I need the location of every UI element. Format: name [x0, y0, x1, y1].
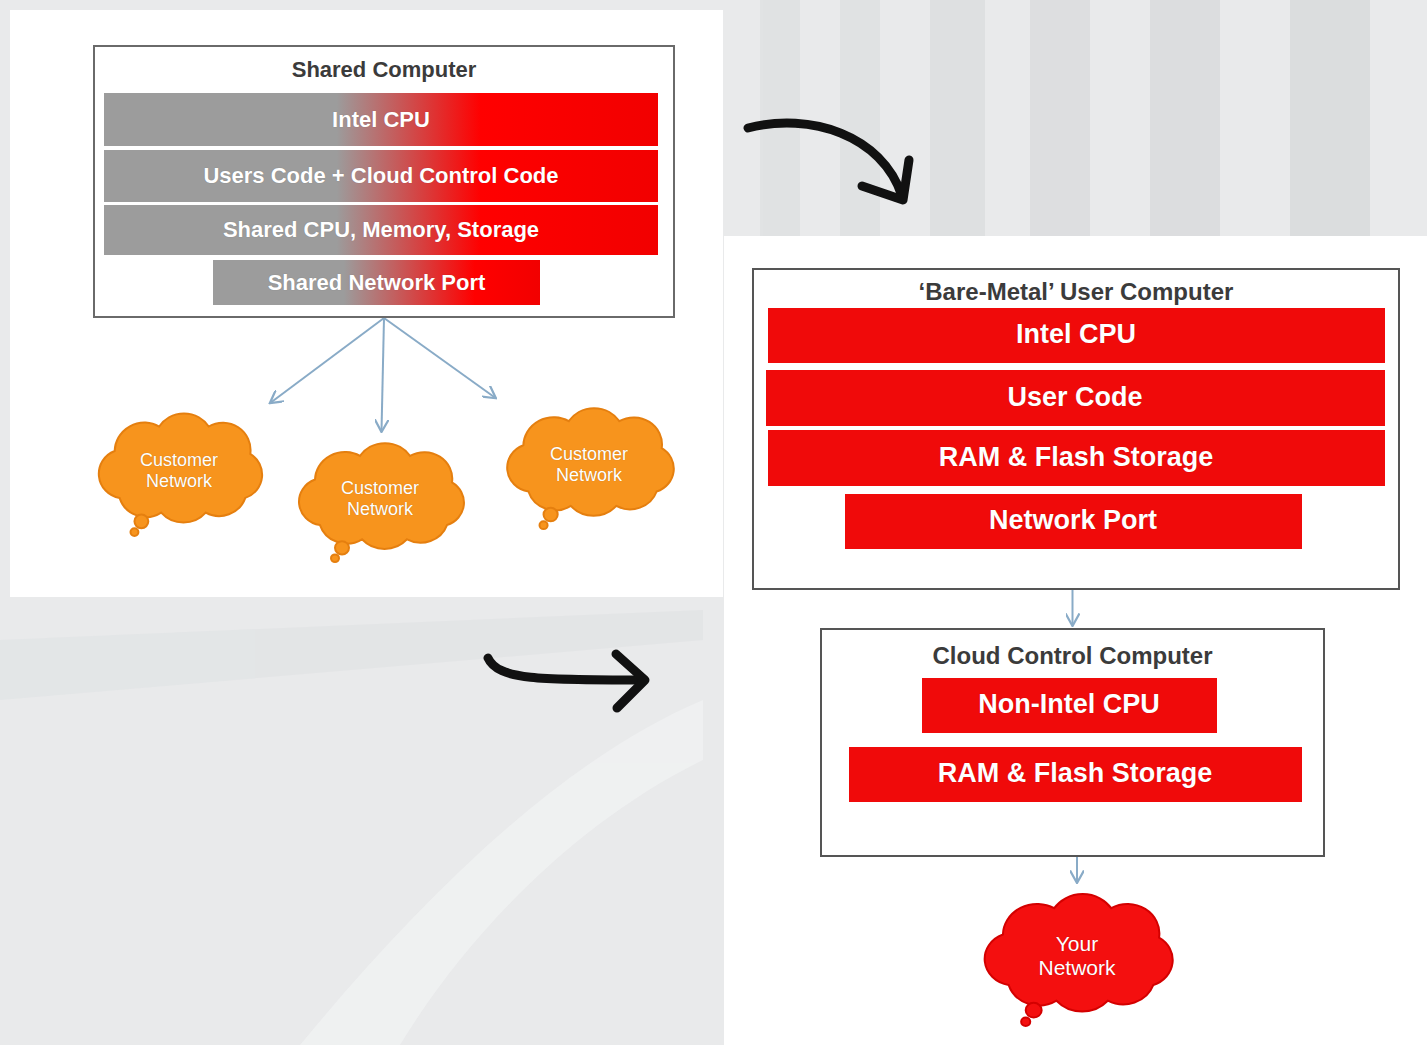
network-cloud: Customer Network [80, 405, 278, 537]
computer-box: Shared ComputerIntel CPU Users Code + Clo… [93, 45, 675, 318]
cpu-band: Intel CPU [104, 93, 658, 146]
rack [760, 0, 800, 236]
box-title: ‘Bare-Metal’ User Computer [919, 278, 1234, 306]
band-label: RAM & Flash Storage [938, 758, 1213, 789]
cloud-tail [134, 515, 148, 529]
rack [840, 0, 880, 236]
band-label: Intel CPU [1016, 319, 1136, 350]
network-cloud: Customer Network [280, 435, 480, 563]
curved-arrow [748, 123, 902, 196]
cloud-tail [1026, 1003, 1042, 1018]
connector-arrow [1076, 857, 1078, 883]
connector-arrow [381, 318, 384, 432]
band-label: Intel CPU [332, 107, 430, 132]
box-title: Shared Computer [292, 57, 477, 82]
arrow-head [862, 160, 909, 200]
cloud-tail [335, 541, 349, 554]
port-band: Shared Network Port [213, 260, 540, 305]
band-label: Network Port [989, 505, 1157, 536]
band-label: Users Code + Cloud Control Code [203, 163, 558, 188]
box-title: Cloud Control Computer [933, 642, 1213, 670]
port-band: Network Port [845, 494, 1302, 549]
cloud-label: Your Network [1022, 932, 1132, 980]
resource-band: Shared CPU, Memory, Storage [104, 205, 658, 255]
rack [1290, 0, 1370, 236]
cloud-label: Customer Network [129, 450, 229, 491]
cloud-tail [540, 521, 548, 529]
cloud-tail [1021, 1018, 1030, 1026]
rack [930, 0, 985, 236]
cloud-tail [331, 554, 339, 562]
band-label: Shared Network Port [268, 270, 486, 295]
arrow-head [616, 654, 645, 708]
cloud-tail [544, 508, 558, 521]
cloud-label: Customer Network [330, 478, 430, 519]
connector-arrow [384, 318, 496, 398]
band-label: Shared CPU, Memory, Storage [223, 217, 539, 242]
connector-arrow [1072, 590, 1074, 626]
aisle [300, 700, 703, 1045]
band-label: RAM & Flash Storage [939, 442, 1214, 473]
band-label: User Code [1007, 382, 1142, 413]
right-panel [724, 236, 1427, 1045]
cloud-body [507, 408, 674, 515]
floor-stripe [0, 610, 703, 700]
cloud-body [985, 894, 1173, 1011]
cpu-band: Non-Intel CPU [922, 678, 1217, 733]
code-band: User Code [766, 370, 1385, 426]
cloud-tail [130, 528, 138, 536]
cpu-band: Intel CPU [768, 308, 1385, 363]
code-band: Users Code + Cloud Control Code [104, 150, 658, 202]
computer-box: ‘Bare-Metal’ User ComputerIntel CPU User … [752, 268, 1400, 590]
cloud-body [99, 413, 262, 522]
rack [1150, 0, 1220, 236]
cloud-label: Customer Network [539, 444, 639, 485]
network-cloud: Your Network [963, 885, 1191, 1027]
left-panel [10, 10, 723, 597]
connector-arrow [270, 318, 384, 403]
rack [1030, 0, 1090, 236]
band-label: Non-Intel CPU [978, 689, 1160, 720]
network-cloud: Customer Network [488, 400, 690, 530]
storage-band: RAM & Flash Storage [768, 430, 1385, 486]
cloud-body [299, 443, 464, 549]
storage-band: RAM & Flash Storage [849, 747, 1302, 802]
computer-box: Cloud Control ComputerNon-Intel CPU RAM &… [820, 628, 1325, 857]
